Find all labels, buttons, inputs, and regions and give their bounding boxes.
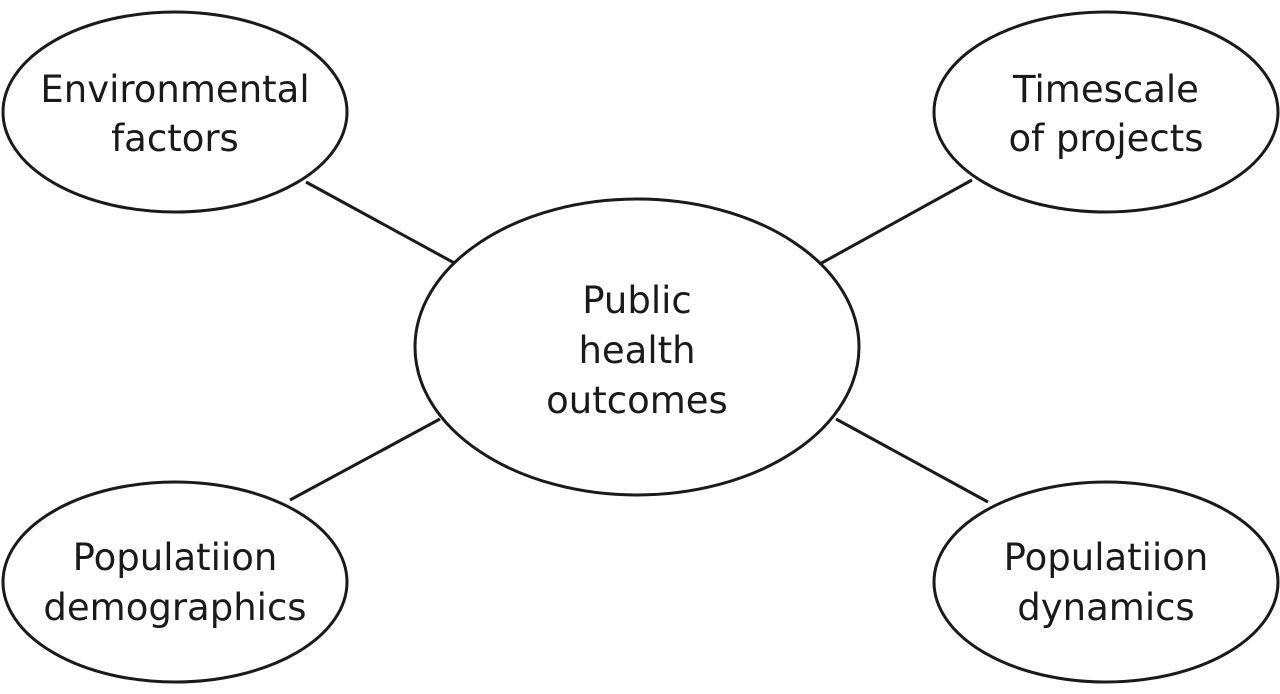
node-timescale-of-projects: Timescale of projects	[932, 10, 1280, 214]
environmental-ellipse	[1, 10, 349, 214]
node-population-dynamics: Populatiion dynamics	[932, 480, 1280, 684]
timescale-label-line-1: Timescale	[1012, 68, 1199, 111]
center-ellipse	[413, 197, 861, 497]
center-label-line-3: outcomes	[546, 379, 728, 422]
connector-demographics	[289, 417, 441, 502]
timescale-ellipse	[932, 10, 1280, 214]
center-label-line-2: health	[578, 329, 695, 372]
dynamics-label-line-2: dynamics	[1017, 586, 1194, 629]
node-population-demographics: Populatiion demographics	[1, 480, 349, 684]
center-label-line-1: Public	[582, 279, 692, 322]
dynamics-ellipse	[932, 480, 1280, 684]
demographics-label-line-2: demographics	[43, 586, 306, 629]
connector-dynamics	[835, 417, 989, 504]
timescale-label-line-2: of projects	[1008, 117, 1203, 160]
demographics-label-line-1: Populatiion	[73, 536, 278, 579]
connector-timescale	[817, 178, 973, 267]
node-environmental-factors: Environmental factors	[1, 10, 349, 214]
center-node: Public health outcomes	[413, 197, 861, 497]
demographics-ellipse	[1, 480, 349, 684]
environmental-label-line-1: Environmental	[40, 68, 309, 111]
dynamics-label-line-1: Populatiion	[1004, 536, 1209, 579]
connector-environmental	[305, 180, 459, 267]
environmental-label-line-2: factors	[111, 117, 239, 160]
